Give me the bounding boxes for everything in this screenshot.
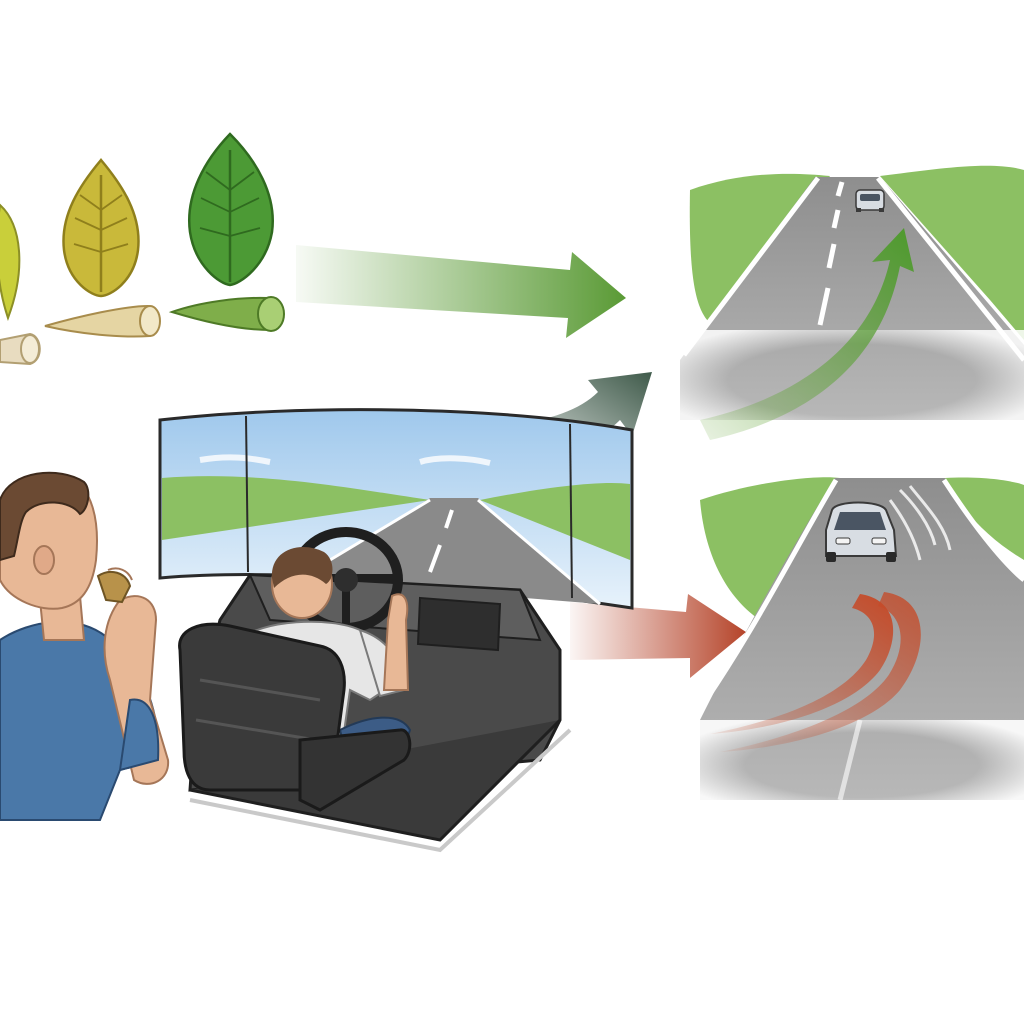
root-pale-icon xyxy=(0,332,41,366)
car-icon xyxy=(825,501,898,562)
curved-arrow-green-icon xyxy=(700,228,914,440)
arrow-green-icon xyxy=(296,245,626,338)
swerve-arrow-red-icon xyxy=(710,592,921,752)
leaf-pale-icon xyxy=(0,203,21,321)
arrow-red-icon xyxy=(570,594,746,678)
leaf-green-icon xyxy=(187,132,274,287)
leaf-yellow-icon xyxy=(62,158,140,298)
road-scene-safe xyxy=(680,156,1024,430)
root-yellow-icon xyxy=(44,304,161,338)
car-icon xyxy=(855,189,885,212)
observer-figure xyxy=(0,471,170,821)
root-green-icon xyxy=(168,296,285,332)
driver-seat-icon xyxy=(178,622,412,812)
